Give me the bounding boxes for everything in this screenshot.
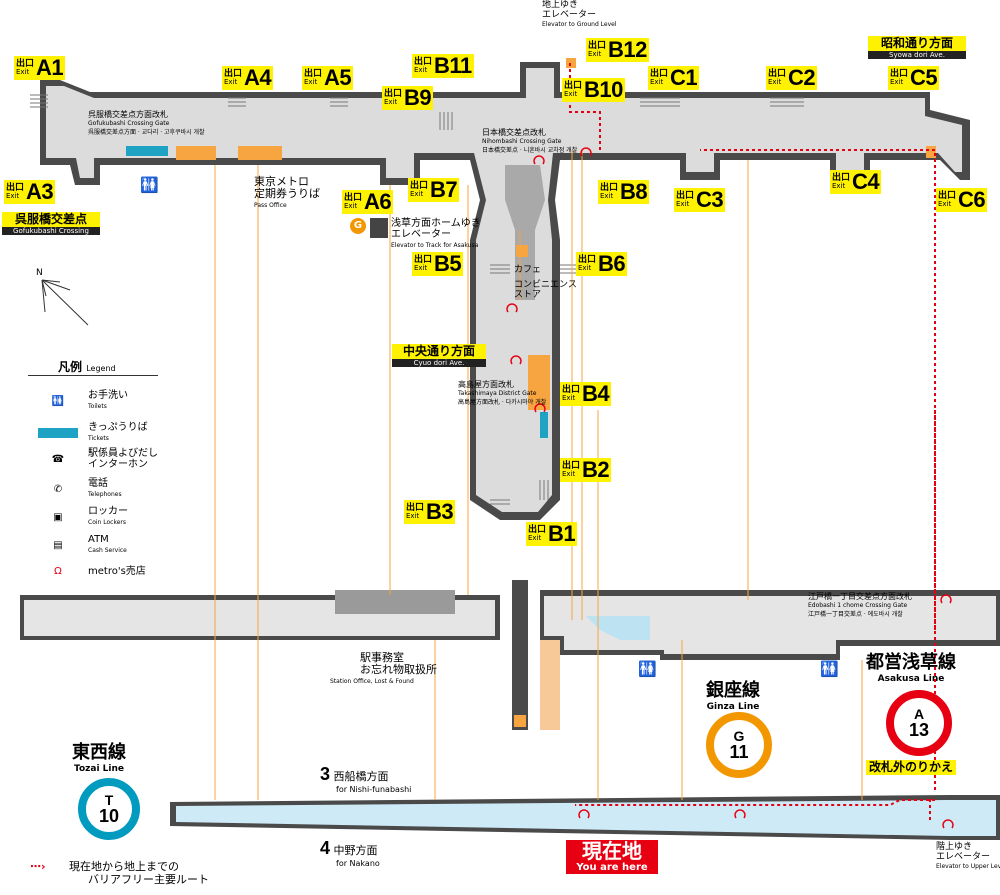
legend-title: 凡例 Legend [58, 360, 116, 374]
north-label: N [36, 268, 43, 278]
toilet-icon: 🚻 [820, 660, 839, 678]
transfer-label: 改札外のりかえ [866, 760, 957, 775]
north-arrow [41, 279, 89, 326]
tozai-platform [170, 795, 1000, 840]
cafe-label: カフェ [514, 265, 542, 275]
toilet-icon: 🚻 [140, 176, 159, 194]
concourse-walls [40, 62, 970, 520]
toilet-icon: 🚻 [638, 660, 657, 678]
central-island [505, 165, 545, 300]
shop-marks [506, 147, 954, 829]
legend-divider [28, 375, 158, 376]
elevator-icon [370, 218, 388, 238]
route-legend: ⋯› 現在地から地上までのバリアフリー主要ルート [30, 860, 209, 886]
lower-concourse [20, 580, 1000, 730]
convenience-store-label: コンビニエンスストア [514, 280, 577, 300]
legend-intercom: ☎駅係員よびだしインターホン [51, 448, 158, 470]
